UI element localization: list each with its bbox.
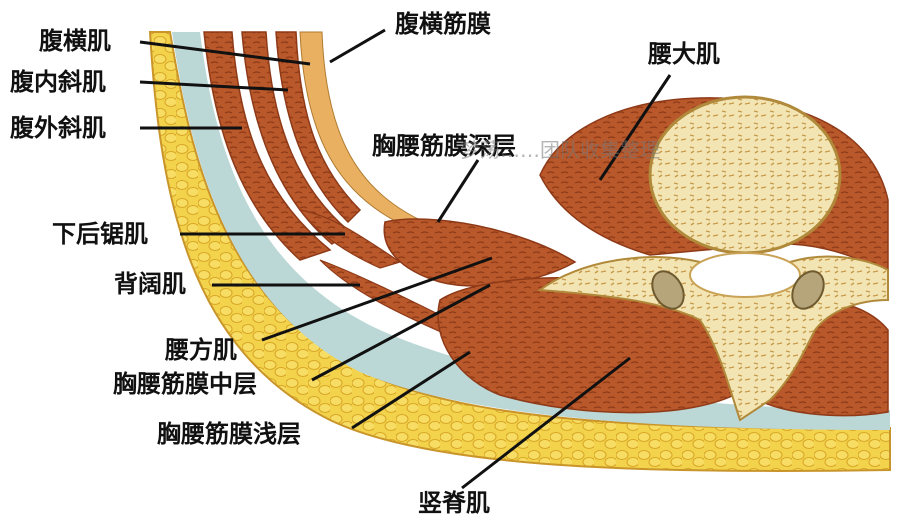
vertebral-body <box>650 97 840 253</box>
leader-tlf-deep <box>438 160 478 222</box>
leader-transversalis-fascia <box>330 30 385 62</box>
label-tlf-middle: 胸腰筋膜中层 <box>113 372 257 396</box>
label-transversalis-fascia: 腹横筋膜 <box>395 12 491 36</box>
transversalis-fascia <box>300 32 420 226</box>
label-tlf-superficial: 胸腰筋膜浅层 <box>157 422 301 446</box>
label-serratus-posterior-inferior: 下后锯肌 <box>52 222 148 246</box>
label-latissimus-dorsi: 背阔肌 <box>114 272 186 296</box>
label-external-oblique: 腹外斜肌 <box>10 116 106 140</box>
quadratus-lumborum-muscle <box>384 219 575 286</box>
label-internal-oblique: 腹内斜肌 <box>10 70 106 94</box>
label-erector-spinae: 竖脊肌 <box>418 491 490 515</box>
label-quadratus-lumborum: 腰方肌 <box>165 338 237 362</box>
watermark: 梦荡……团队收集整理 <box>460 140 660 160</box>
label-psoas-major: 腰大肌 <box>648 42 720 66</box>
label-transversus: 腹横肌 <box>39 29 111 53</box>
spinal-canal <box>690 253 800 297</box>
